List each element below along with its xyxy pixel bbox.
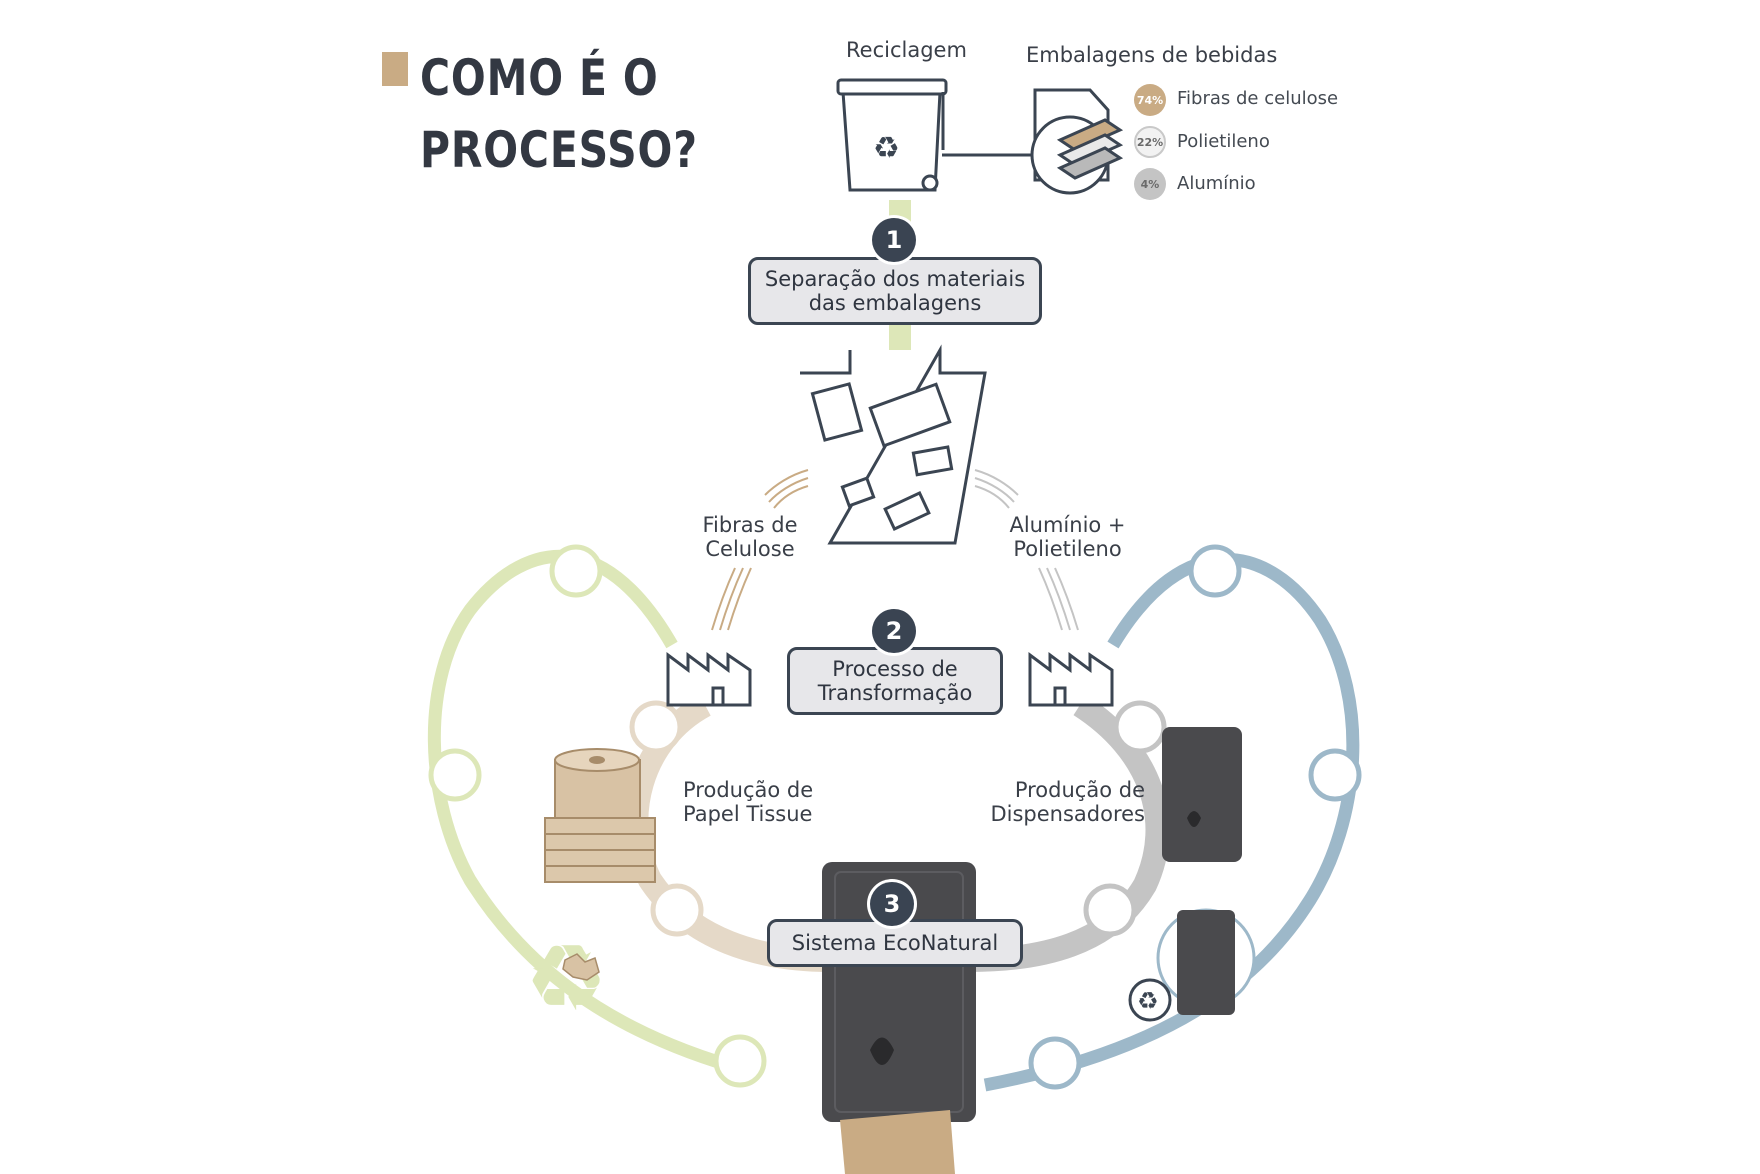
svg-text:♻: ♻ [873,131,900,166]
step-2-line-1: Processo de [832,657,958,681]
pct-badge-cellulose: 74% [1134,84,1166,116]
legend-label-polyethylene: Polietileno [1177,131,1270,152]
carton-icon [1030,88,1124,195]
title-marker [382,52,408,86]
aluminium-polyethylene-line-1: Alumínio + [1009,513,1126,537]
step-2-number: 2 [872,609,916,653]
loop-arrow-markers [428,544,1362,1090]
step-1-line-2: das embalagens [808,291,982,315]
dispenser-production-line-2: Dispensadores [990,802,1145,826]
aluminium-polyethylene-line-2: Polietileno [1013,537,1122,561]
title-line-1: COMO É O [420,49,659,107]
tissue-production-label: Produção de Papel Tissue [683,778,813,826]
tissue-production-line-2: Papel Tissue [683,802,813,826]
recycling-label: Reciclagem [846,38,967,62]
step-1-box: Separação dos materiais das embalagens [748,257,1042,325]
aluminium-polyethylene-label: Alumínio + Polietileno [990,513,1145,561]
dispenser-production-label: Produção de Dispensadores [985,778,1145,826]
factory-right-icon [1028,652,1114,707]
step-3-number: 3 [870,882,914,926]
paper-recycle-icon: ♻ [525,925,607,1032]
title-line-2: PROCESSO? [420,121,698,179]
separation-hopper-icon [800,344,987,545]
legend-label-cellulose: Fibras de celulose [1177,88,1339,109]
packaging-label: Embalagens de bebidas [1026,43,1278,67]
fiber-emission-lines [711,469,809,631]
step-3-line-1: Sistema EcoNatural [791,931,999,955]
legend-label-aluminium: Alumínio [1177,173,1256,194]
pct-badge-aluminium: 4% [1134,168,1166,200]
recycle-bin-icon: ♻ [836,78,948,192]
page-title: COMO É O PROCESSO? [420,42,698,186]
step-2-box: Processo de Transformação [787,647,1003,715]
svg-text:♻: ♻ [525,925,607,1032]
step-2-line-2: Transformação [817,681,973,705]
pct-badge-polyethylene: 22% [1134,126,1166,158]
step-1-number: 1 [872,218,916,262]
cellulose-fibers-label: Fibras de Celulose [690,513,810,561]
dispenser-production-line-1: Produção de [1014,778,1145,802]
dispenser-small-icon: ♻ [1128,908,1256,1022]
cellulose-fibers-line-1: Fibras de [702,513,798,537]
tissue-production-line-1: Produção de [683,778,814,802]
step-1-line-1: Separação dos materiais [764,267,1026,291]
cellulose-fibers-line-2: Celulose [705,537,795,561]
aluminium-emission-lines [974,469,1079,631]
tissue-paper-icon [544,748,656,883]
factory-left-icon [666,652,752,707]
step-3-box: Sistema EcoNatural [767,919,1023,967]
dispenser-medium-icon [1162,727,1242,862]
svg-text:♻: ♻ [1137,987,1159,1015]
